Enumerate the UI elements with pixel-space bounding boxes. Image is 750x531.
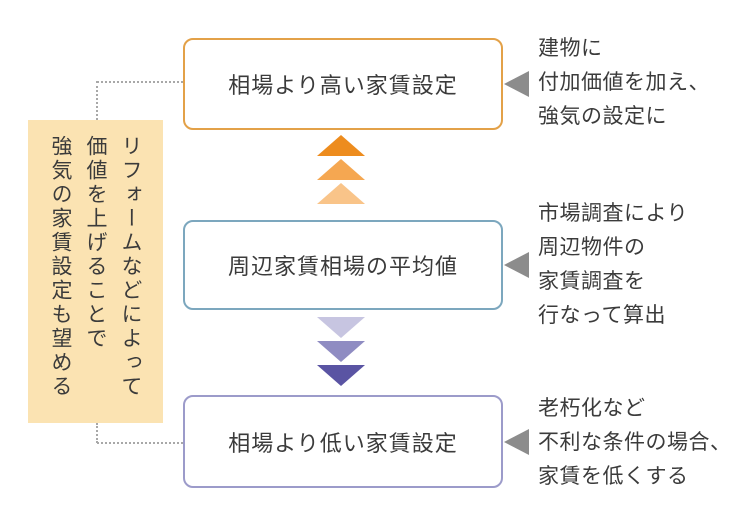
box-low-rent-label: 相場より低い家賃設定: [228, 430, 458, 456]
annotation-line: 周辺物件の: [538, 236, 646, 259]
down-arrow-icon: [317, 365, 365, 386]
down-arrow-icon: [317, 341, 365, 362]
connector-top-horizontal: [97, 81, 183, 83]
triple-down-arrow-icon: [317, 317, 365, 386]
connector-bottom-horizontal: [97, 442, 183, 444]
annotation-line: 家賃を低くする: [538, 465, 689, 488]
annotation-line: 老朽化など: [538, 397, 646, 420]
triple-up-arrow-icon: [317, 135, 365, 204]
side-note-line: リフォームなどによって: [119, 135, 142, 399]
annotation-line: 強気の設定に: [538, 105, 667, 128]
annotation-line: 行なって算出: [538, 304, 666, 327]
up-arrow-icon: [317, 135, 365, 156]
connector-top-vertical: [96, 81, 98, 120]
side-note-line: 強気の家賃設定も望める: [49, 135, 72, 399]
left-triangle-icon: [504, 252, 529, 278]
annotation-line: 建物に: [538, 37, 603, 60]
box-average-rent: 周辺家賃相場の平均値: [183, 220, 503, 310]
up-arrow-icon: [317, 183, 365, 204]
annotation-line: 家賃調査を: [538, 270, 646, 293]
box-average-rent-label: 周辺家賃相場の平均値: [227, 254, 458, 279]
box-low-rent: 相場より低い家賃設定: [183, 395, 503, 488]
annotation-average-rent: 市場調査により 周辺物件の 家賃調査を 行なって算出: [538, 197, 688, 333]
annotation-line: 付加価値を加え、: [538, 71, 710, 94]
left-triangle-icon: [504, 429, 529, 455]
annotation-low-rent: 老朽化など 不利な条件の場合、 家賃を低くする: [538, 392, 732, 494]
up-arrow-icon: [317, 159, 365, 180]
down-arrow-icon: [317, 317, 365, 338]
side-note: リフォームなどによって 価値を上げることで 強気の家賃設定も望める: [28, 120, 163, 423]
connector-bottom-vertical: [96, 423, 98, 443]
annotation-high-rent: 建物に 付加価値を加え、 強気の設定に: [538, 32, 710, 134]
annotation-line: 市場調査により: [538, 202, 689, 225]
left-triangle-icon: [504, 71, 529, 97]
side-note-line: 価値を上げることで: [84, 135, 107, 351]
annotation-line: 不利な条件の場合、: [538, 431, 732, 454]
box-high-rent: 相場より高い家賃設定: [183, 38, 503, 130]
side-note-text: リフォームなどによって 価値を上げることで 強気の家賃設定も望める: [43, 135, 148, 423]
box-high-rent-label: 相場より高い家賃設定: [228, 73, 458, 98]
